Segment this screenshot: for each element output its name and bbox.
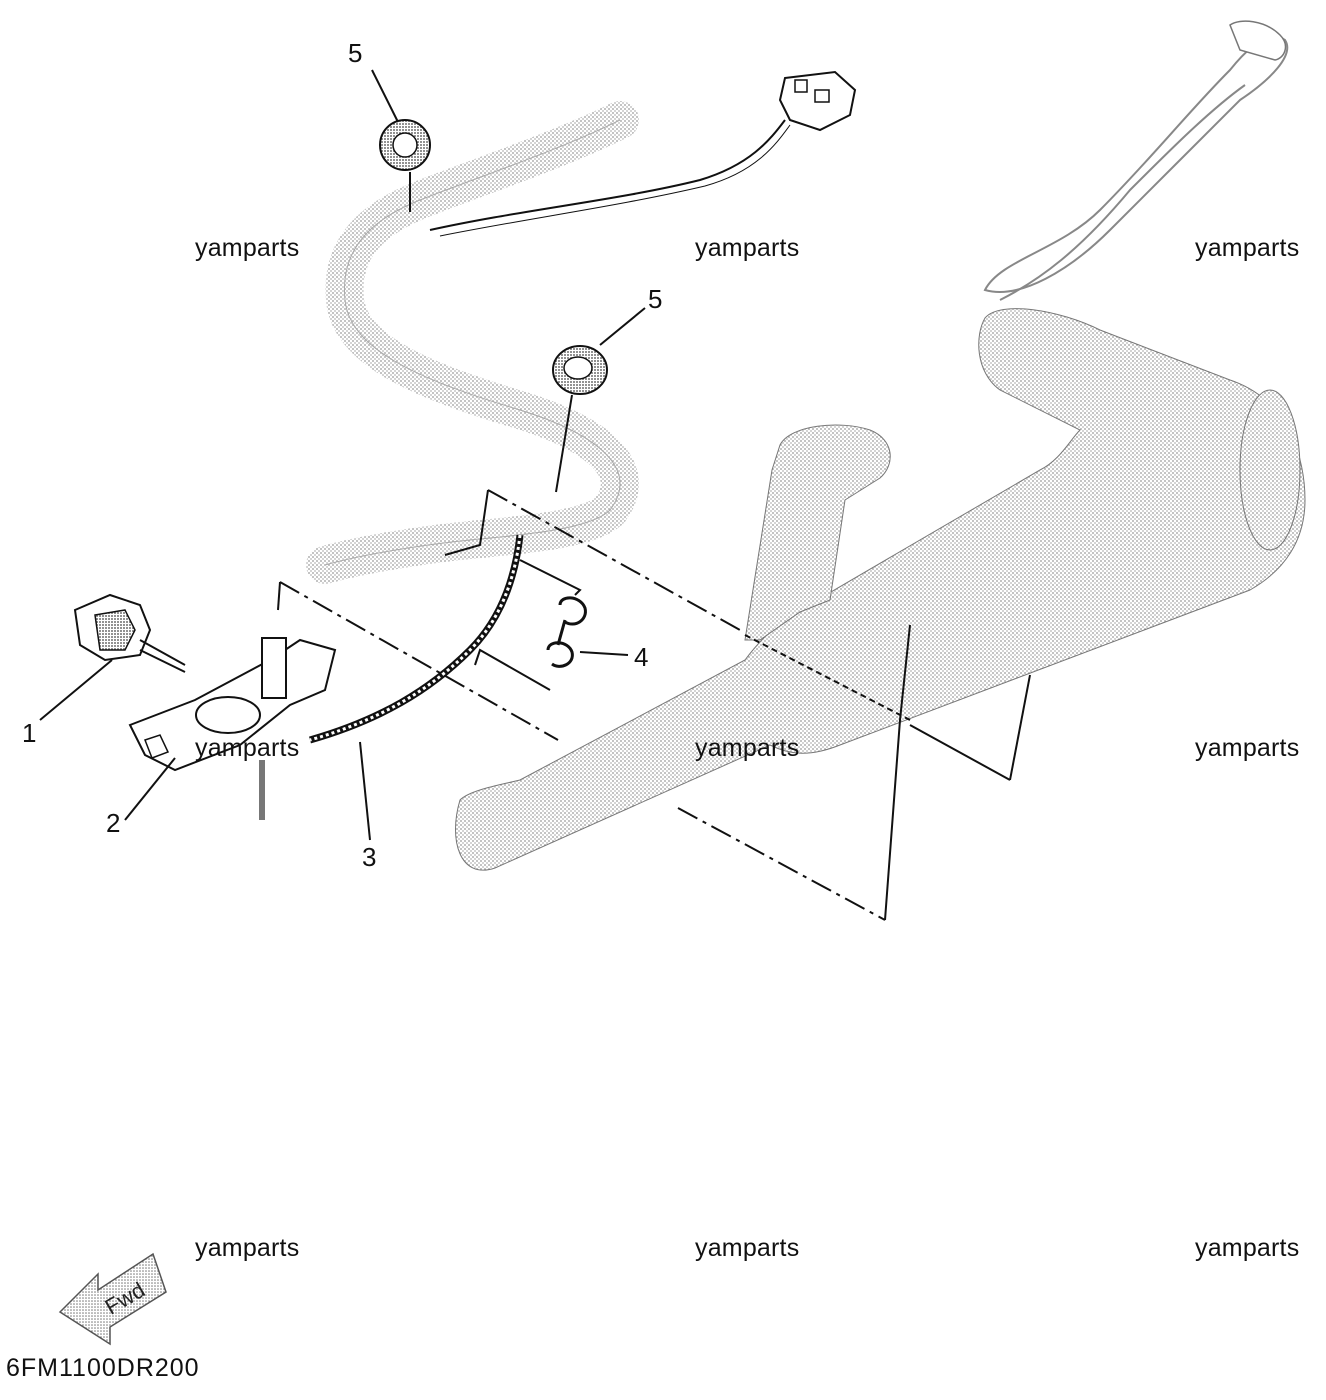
watermark: yamparts [195,734,300,762]
clip [546,596,587,668]
lead-wire [309,534,524,744]
watermark: yamparts [1195,234,1300,262]
watermark: yamparts [1195,734,1300,762]
callout-2: 2 [106,808,121,838]
callout-3: 3 [362,842,377,872]
wire-harness [306,101,791,584]
callout-1: 1 [22,718,37,748]
guide-lines [277,489,1031,921]
watermark: yamparts [695,1234,800,1262]
diagram-code: 6FM1100DR200 [6,1354,200,1382]
watermark: yamparts [195,1234,300,1262]
bracket [128,637,337,820]
leader-lines [39,69,646,841]
upper-connector [778,70,857,132]
forward-arrow-icon: Fwd [58,1252,167,1346]
callout-5-lower: 5 [648,284,663,314]
switch-connector [73,593,186,673]
watermark: yamparts [1195,1234,1300,1262]
watermark: yamparts [695,234,800,262]
grommet-lower [552,345,608,395]
handlebar [455,20,1306,871]
watermark: yamparts [195,234,300,262]
callout-5-upper: 5 [348,38,363,68]
callout-4: 4 [634,642,649,672]
watermark: yamparts [695,734,800,762]
grommet-upper [379,119,431,171]
